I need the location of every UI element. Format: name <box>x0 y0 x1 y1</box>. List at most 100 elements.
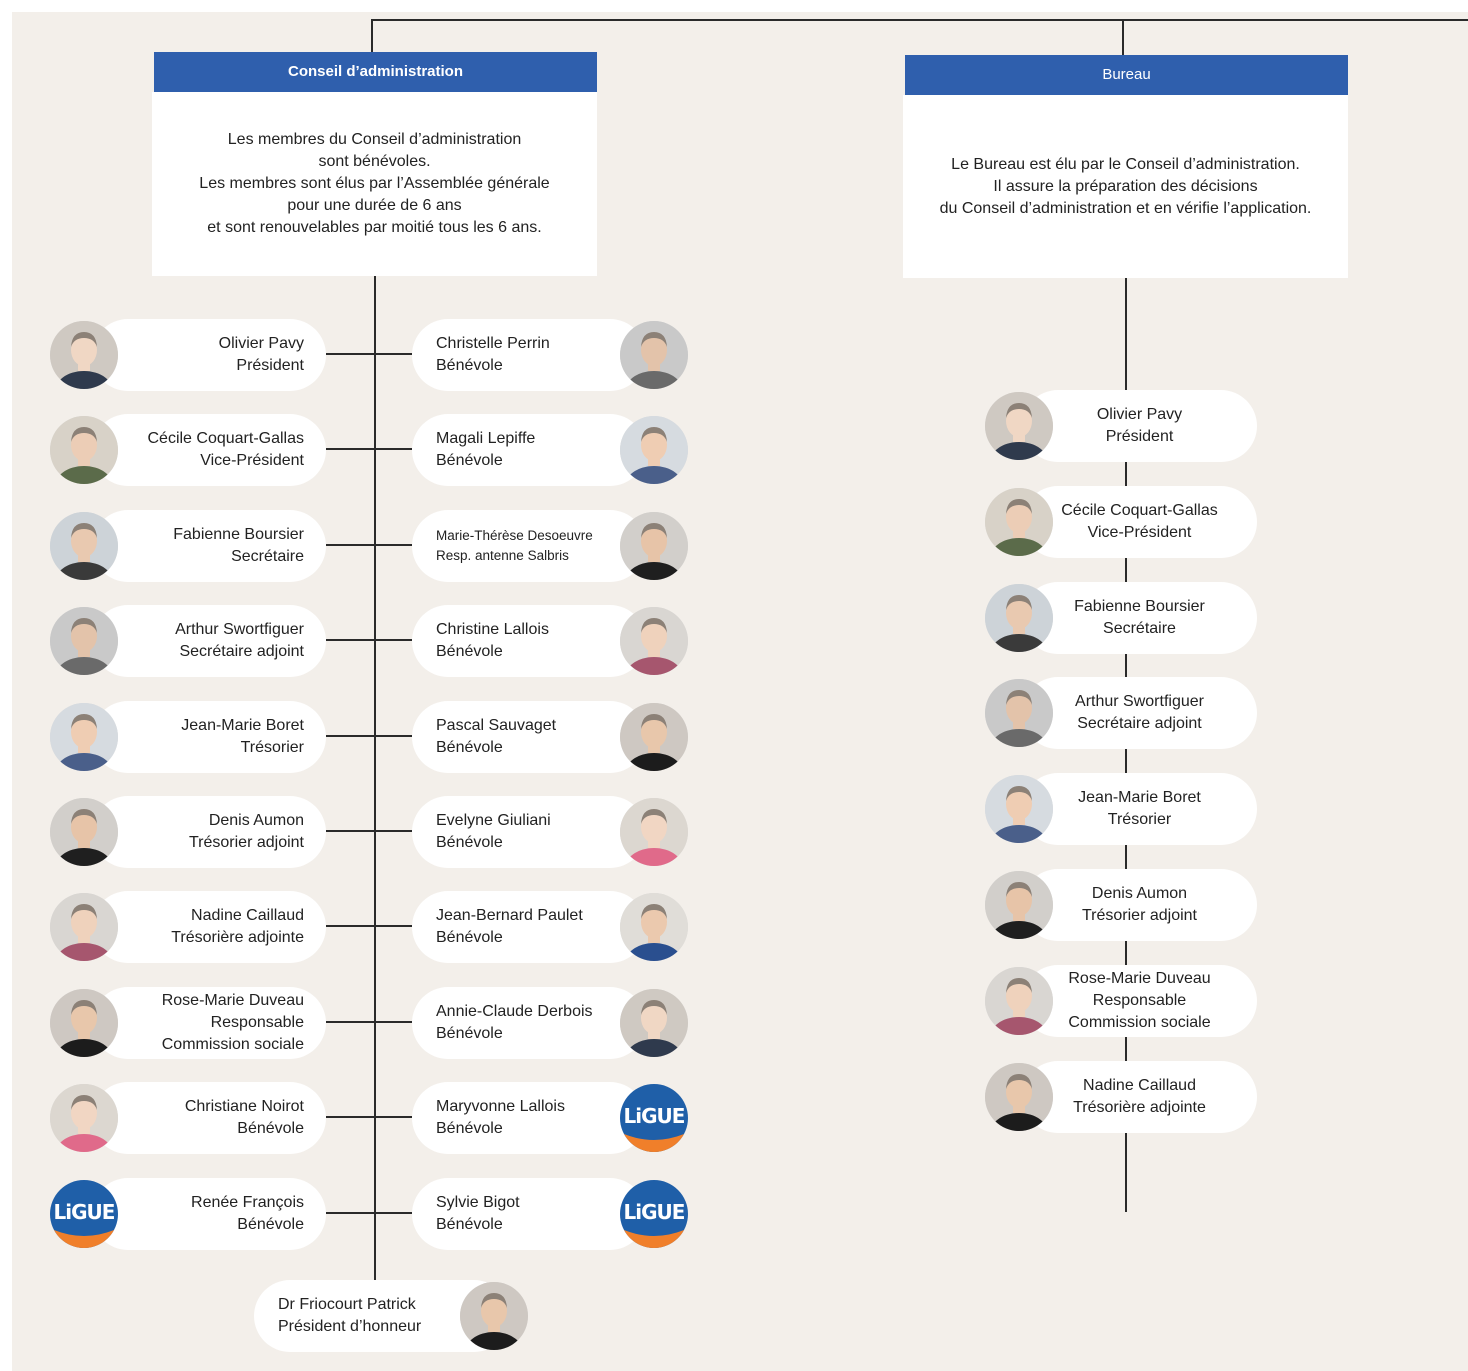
member-name: Nadine Caillaud <box>1083 1077 1196 1094</box>
branch-connector-line <box>326 925 374 927</box>
member-role: Bénévole <box>436 1120 503 1137</box>
member-name: Jean-Marie Boret <box>181 717 304 734</box>
member-name: Jean-Marie Boret <box>1078 789 1201 806</box>
member-role: Resp. antenne Salbris <box>436 548 569 563</box>
branch-connector-line <box>376 639 412 641</box>
conseil-description-line: et sont renouvelables par moitié tous le… <box>207 219 542 236</box>
branch-connector-line <box>326 639 374 641</box>
member-photo <box>50 893 118 961</box>
conseil-description: Les membres du Conseil d’administration … <box>152 92 597 276</box>
member-name: Rose-Marie Duveau <box>161 992 304 1009</box>
member-photo <box>620 989 688 1057</box>
member-name: Cécile Coquart-Gallas <box>1061 502 1218 519</box>
conseil-drop-line <box>371 19 373 52</box>
ligue-logo-text: LiGUE <box>53 1200 116 1224</box>
member-role: Bénévole <box>436 1216 503 1233</box>
member-name: Christelle Perrin <box>436 335 550 352</box>
bureau-description-line: du Conseil d’administration et en vérifi… <box>939 199 1312 217</box>
member-photo <box>50 607 118 675</box>
conseil-header: Conseil d’administration <box>154 52 597 92</box>
member-photo <box>985 1063 1053 1131</box>
ligue-logo: LiGUE <box>620 1180 688 1248</box>
member-role: Bénévole <box>436 643 503 660</box>
member-role: Secrétaire adjoint <box>1077 715 1202 732</box>
member-photo <box>620 607 688 675</box>
ligue-logo-text: LiGUE <box>623 1200 686 1224</box>
branch-connector-line <box>376 544 412 546</box>
member-role: Bénévole <box>237 1216 304 1233</box>
member-photo <box>620 321 688 389</box>
member-photo <box>50 512 118 580</box>
bureau-description-line: Il assure la préparation des décisions <box>993 177 1258 195</box>
member-photo <box>985 392 1053 460</box>
conseil-description-line: sont bénévoles. <box>318 153 431 170</box>
conseil-spine-line <box>374 276 376 1282</box>
member-name: Magali Lepiffe <box>436 430 536 447</box>
branch-connector-line <box>376 1116 412 1118</box>
member-role: Bénévole <box>436 929 503 946</box>
member-photo <box>50 798 118 866</box>
branch-connector-line <box>376 925 412 927</box>
member-role: Président d’honneur <box>278 1318 422 1335</box>
member-name: Christiane Noirot <box>184 1098 304 1115</box>
branch-connector-line <box>376 1021 412 1023</box>
member-role: Président <box>236 357 304 374</box>
ligue-logo: LiGUE <box>620 1084 688 1152</box>
member-role: Trésorière adjointe <box>1073 1099 1206 1116</box>
bureau-description: Le Bureau est élu par le Conseil d’admin… <box>903 95 1348 278</box>
member-name: Rose-Marie Duveau <box>1068 970 1211 987</box>
ligue-logo: LiGUE <box>50 1180 118 1248</box>
branch-connector-line <box>376 735 412 737</box>
member-role: Responsable <box>1092 992 1187 1009</box>
member-name: Pascal Sauvaget <box>436 717 557 734</box>
member-name: Fabienne Boursier <box>173 526 304 543</box>
member-role: Commission sociale <box>161 1036 304 1053</box>
member-name: Arthur Swortfiguer <box>175 621 304 638</box>
member-photo <box>985 871 1053 939</box>
member-photo <box>985 967 1053 1035</box>
branch-connector-line <box>376 448 412 450</box>
member-photo <box>620 703 688 771</box>
member-name: Christine Lallois <box>436 621 549 638</box>
top-connector-line <box>372 19 1468 21</box>
member-photo <box>620 512 688 580</box>
member-name: Denis Aumon <box>208 812 304 829</box>
member-name: Olivier Pavy <box>1096 406 1183 423</box>
member-name: Sylvie Bigot <box>436 1194 520 1211</box>
branch-connector-line <box>326 1116 374 1118</box>
member-name: Fabienne Boursier <box>1074 598 1205 615</box>
ligue-logo-text: LiGUE <box>623 1104 686 1128</box>
member-photo <box>50 989 118 1057</box>
member-role: Secrétaire adjoint <box>179 643 304 660</box>
member-name: Renée François <box>191 1194 304 1211</box>
member-photo <box>620 416 688 484</box>
member-photo <box>985 488 1053 556</box>
member-photo <box>50 321 118 389</box>
member-name: Jean-Bernard Paulet <box>436 907 583 924</box>
member-role: Bénévole <box>436 739 503 756</box>
member-photo <box>50 1084 118 1152</box>
member-photo <box>985 584 1053 652</box>
member-role: Vice-Président <box>200 452 304 469</box>
branch-connector-line <box>376 353 412 355</box>
bureau-header: Bureau <box>905 55 1348 95</box>
member-role: Bénévole <box>436 357 503 374</box>
branch-connector-line <box>326 735 374 737</box>
member-name: Denis Aumon <box>1091 885 1188 902</box>
